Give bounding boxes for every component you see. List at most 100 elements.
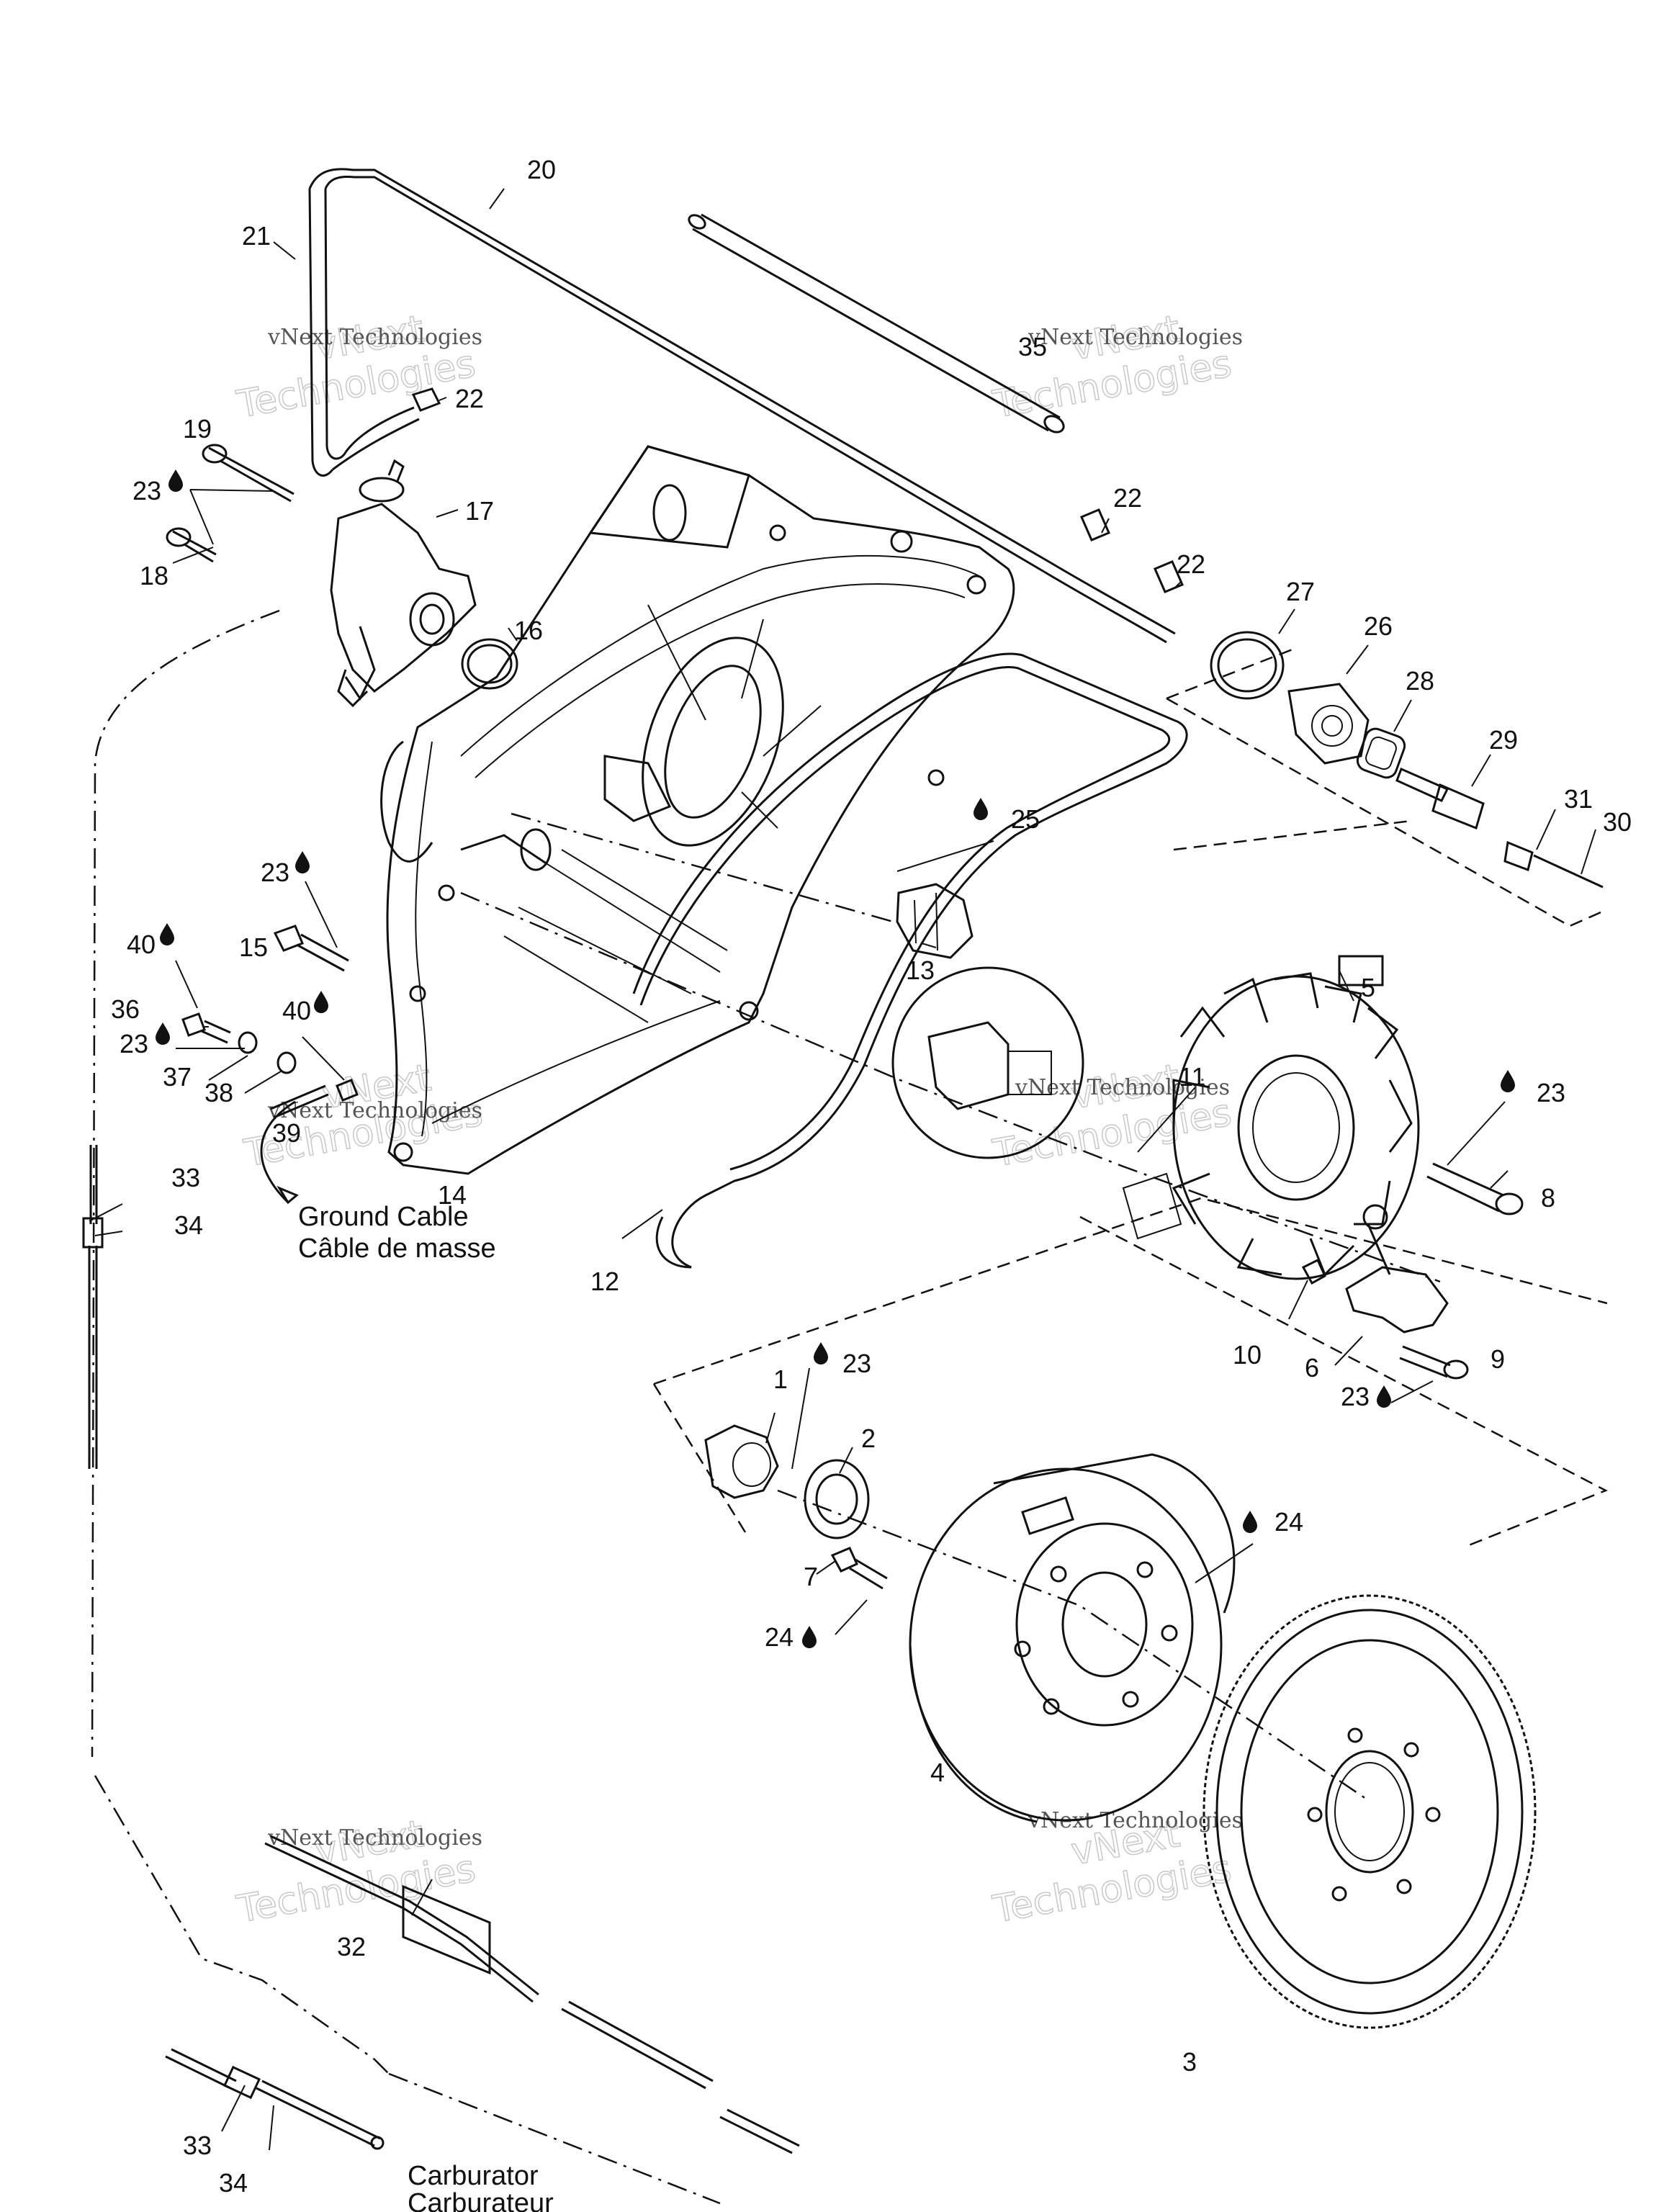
callout-24: 24 — [765, 1622, 793, 1652]
washer-38 — [276, 1051, 297, 1074]
callout-40: 40 — [127, 930, 156, 959]
nut-10 — [1301, 1258, 1326, 1285]
oil-pump-17 — [330, 459, 477, 708]
sensor-26 — [1287, 683, 1370, 765]
carburator-caption: Carburator Carburateur — [408, 2161, 554, 2212]
boundary-box-26-31 — [1166, 647, 1606, 927]
clamp-22 — [411, 387, 1184, 593]
watermark-text: vNext Technologies — [1028, 325, 1243, 350]
nut-40 — [336, 1079, 359, 1102]
drop-icon — [168, 469, 183, 492]
carburator-label-fr: Carburateur — [408, 2188, 554, 2212]
callout-16: 16 — [514, 616, 543, 645]
pin-30 — [1533, 854, 1604, 889]
axis-line-center — [460, 891, 1441, 1283]
drop-icon — [814, 1342, 828, 1364]
callout-40: 40 — [282, 996, 311, 1025]
axis-line-upper — [511, 812, 894, 923]
nut-1 — [704, 1424, 779, 1499]
callout-27: 27 — [1286, 577, 1315, 606]
detail-circle-11 — [891, 966, 1084, 1159]
screw-9 — [1399, 1345, 1469, 1380]
hose-21 — [308, 188, 420, 477]
coupler-13 — [896, 883, 974, 959]
screw-18 — [166, 527, 217, 563]
drop-icon — [314, 991, 328, 1013]
callout-10: 10 — [1233, 1340, 1262, 1370]
callout-2: 2 — [861, 1424, 876, 1453]
callout-21: 21 — [242, 221, 271, 251]
callout-6: 6 — [1305, 1353, 1319, 1382]
ground-cable-arrow — [260, 1100, 296, 1204]
callout-30: 30 — [1603, 807, 1632, 837]
callout-labels: 1 2 3 4 5 6 7 8 9 10 11 12 13 14 15 16 1… — [111, 155, 1632, 2198]
screw-7 — [830, 1547, 888, 1590]
screw-8 — [1426, 1162, 1524, 1215]
watermark-text: vNext Technologies — [267, 1098, 482, 1123]
callout-33: 33 — [183, 2131, 212, 2160]
callout-23: 23 — [842, 1349, 871, 1378]
boundary-box-stator — [1079, 819, 1608, 1547]
drop-icon — [160, 923, 174, 945]
carburator-label-en: Carburator — [408, 2161, 539, 2191]
terminal-31 — [1503, 840, 1534, 871]
callout-1: 1 — [773, 1364, 788, 1394]
callout-20: 20 — [527, 155, 556, 184]
callout-8: 8 — [1541, 1183, 1555, 1213]
callout-23: 23 — [132, 476, 161, 505]
callout-38: 38 — [204, 1078, 233, 1107]
drop-icon — [1377, 1385, 1391, 1408]
screw-15 — [273, 925, 349, 972]
cable-path-left — [91, 609, 280, 1758]
callout-37: 37 — [163, 1062, 192, 1092]
ground-cable-label-en: Ground Cable — [298, 1202, 469, 1232]
callout-35: 35 — [1018, 332, 1047, 361]
callout-34: 34 — [174, 1210, 203, 1240]
screw-36 — [181, 1012, 231, 1044]
callout-33: 33 — [171, 1163, 200, 1192]
drop-icon — [1501, 1070, 1515, 1092]
callout-11: 11 — [1179, 1062, 1205, 1092]
drop-icon — [802, 1626, 817, 1648]
callout-34: 34 — [219, 2168, 248, 2198]
watermark-text: vNext Technologies — [1015, 1075, 1230, 1100]
callout-23: 23 — [1537, 1078, 1565, 1107]
callout-36: 36 — [111, 994, 140, 1024]
callout-28: 28 — [1406, 666, 1434, 696]
callout-31: 31 — [1564, 784, 1593, 814]
callout-12: 12 — [590, 1267, 619, 1296]
callout-29: 29 — [1489, 725, 1518, 755]
gasket-12 — [632, 652, 1188, 1269]
rotor-4 — [909, 1453, 1236, 1823]
connector-29 — [1395, 767, 1485, 830]
watermark-group: vNext Technologies vNext Technologies vN… — [233, 307, 1243, 1932]
drop-icon — [156, 1022, 170, 1045]
washer-2 — [804, 1459, 870, 1539]
callout-13: 13 — [906, 956, 935, 985]
ground-cable-caption: Ground Cable Câble de masse — [298, 1202, 496, 1264]
washer-37 — [238, 1031, 258, 1054]
watermark-text: vNext Technologies — [267, 325, 482, 350]
callout-32: 32 — [337, 1932, 366, 1961]
callout-22: 22 — [455, 384, 484, 413]
callout-17: 17 — [465, 496, 494, 526]
cable-32 — [94, 1775, 800, 2205]
hose-20 — [308, 168, 1176, 644]
callout-7: 7 — [804, 1562, 818, 1591]
callout-18: 18 — [140, 561, 168, 590]
tube-35 — [688, 213, 1065, 433]
drop-icon — [295, 851, 310, 873]
cable-33-lower — [165, 2048, 385, 2150]
callout-14: 14 — [438, 1180, 467, 1210]
bracket-6 — [1345, 1204, 1449, 1334]
axis-line-flywheel — [777, 1489, 1369, 1802]
screw-19 — [202, 444, 295, 503]
callout-23: 23 — [120, 1029, 148, 1058]
callout-22: 22 — [1113, 483, 1142, 513]
callout-19: 19 — [183, 414, 212, 444]
callout-3: 3 — [1182, 2047, 1197, 2077]
leader-lines — [89, 188, 1596, 2151]
ring-gear-3 — [1202, 1594, 1537, 2029]
callout-15: 15 — [239, 932, 268, 962]
